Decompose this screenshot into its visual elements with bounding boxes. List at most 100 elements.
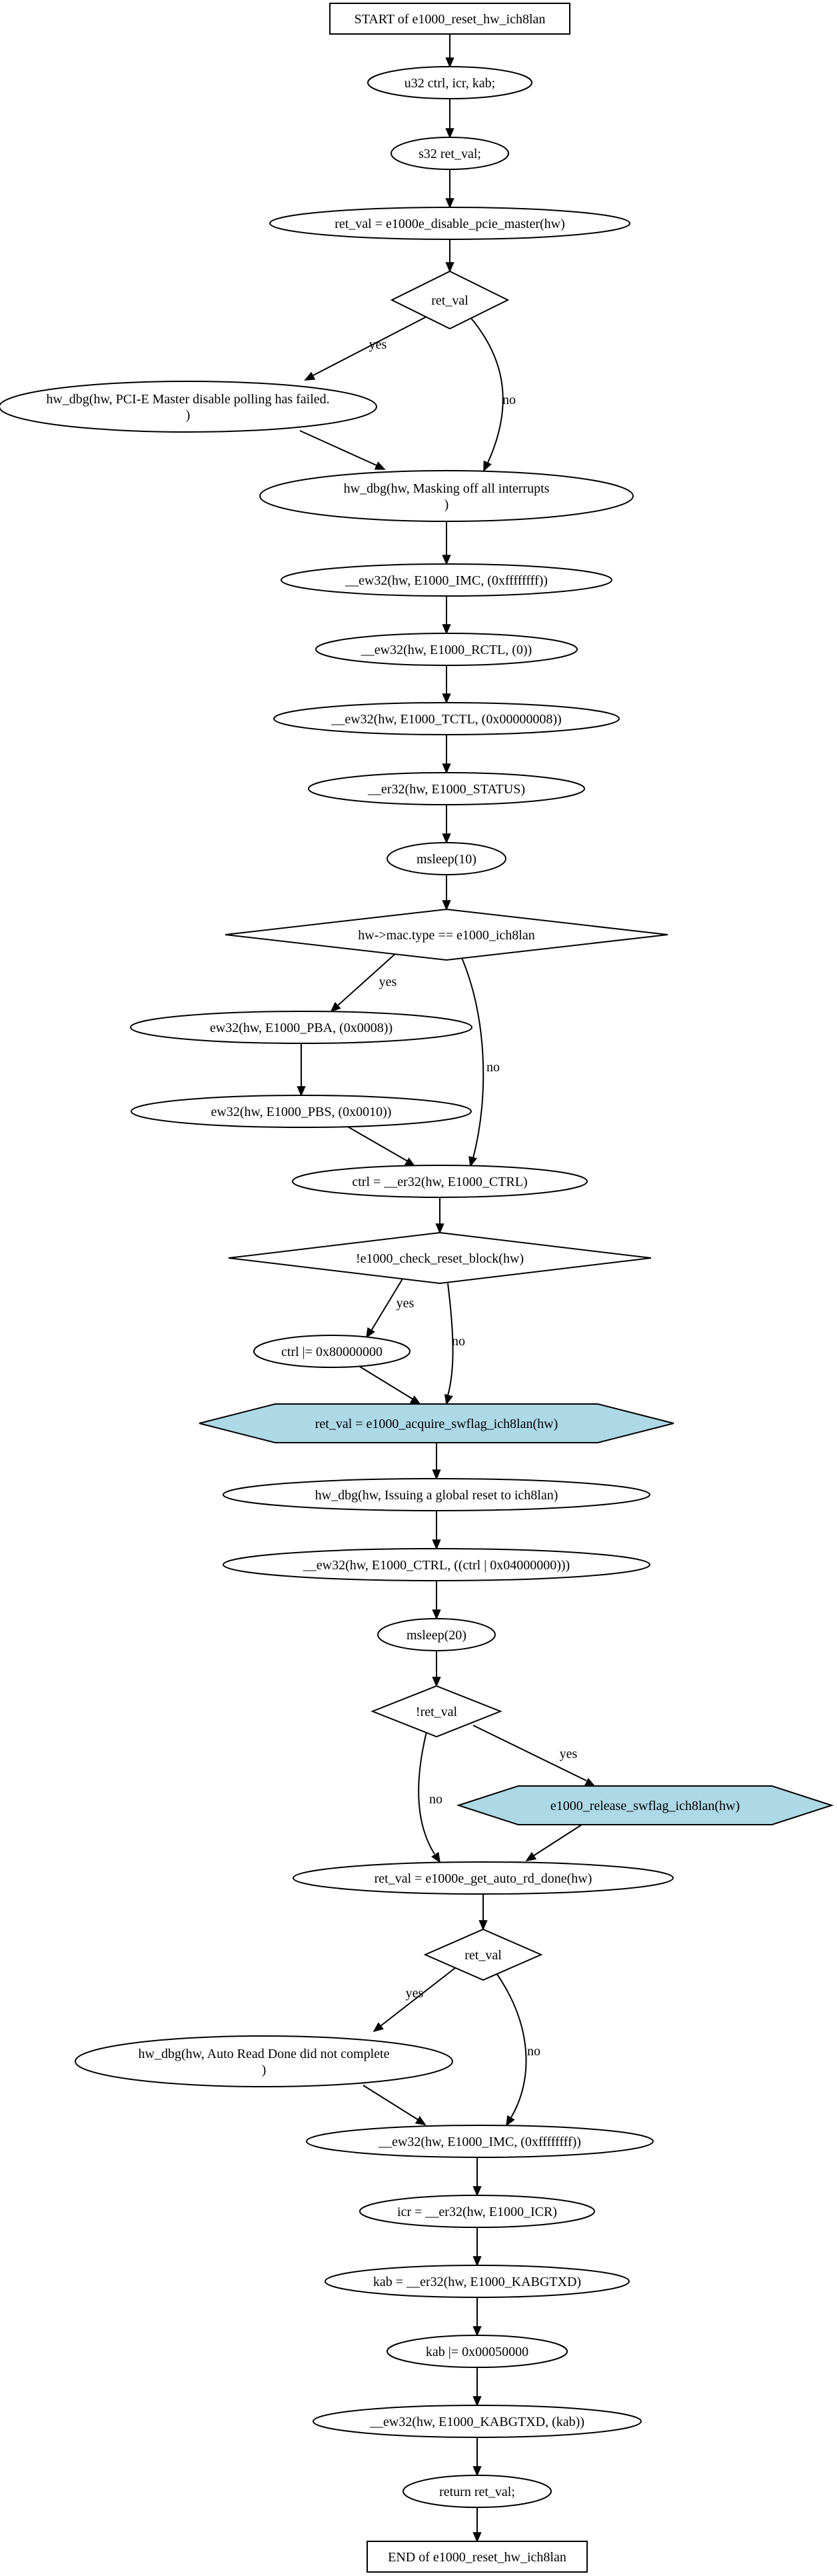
node-label: __ew32(hw, E1000_IMC, (0xffffffff)) (345, 573, 548, 588)
node-label: s32 ret_val; (418, 147, 481, 161)
arrowhead (431, 1851, 441, 1863)
edge-decl1-to-decl2 (445, 99, 454, 139)
edge-if-notret-to-auto-rd: no (418, 1731, 442, 1863)
arrowhead (506, 2115, 515, 2127)
arrowhead (415, 2116, 426, 2126)
edge-auto-rd-to-if-ret2 (478, 1894, 488, 1931)
arrowhead (472, 2532, 482, 2543)
arrowhead (584, 1777, 596, 1787)
node-label: msleep(20) (407, 1628, 466, 1643)
node-label: kab = __er32(hw, E1000_KABGTXD) (373, 2275, 581, 2289)
edge-label-yes: yes (397, 1296, 415, 1311)
edge-line (418, 1731, 435, 1855)
node-ctrl-read: ctrl = __er32(hw, E1000_CTRL) (292, 1165, 588, 1198)
edge-label-yes: yes (560, 1747, 578, 1761)
edge-label-yes: yes (379, 975, 397, 989)
decision-shape (423, 1928, 543, 1981)
node-auto-rd: ret_val = e1000e_get_auto_rd_done(hw) (293, 1861, 674, 1895)
node-label: e1000_release_swflag_ich8lan(hw) (550, 1799, 740, 1813)
edge-line (496, 1973, 527, 2118)
arrowhead (435, 1223, 444, 1234)
edge-ew-kab-to-ret (472, 2437, 482, 2477)
edge-if-ret1-to-dbg-mask: no (469, 316, 516, 472)
hexagon-shape (456, 1785, 834, 1825)
node-ew-imc2: __ew32(hw, E1000_IMC, (0xffffffff)) (306, 2125, 654, 2158)
edge-label-yes: yes (369, 337, 387, 352)
ellipse-shape (359, 2195, 595, 2228)
decision-shape (371, 1685, 502, 1738)
edge-line (469, 316, 504, 463)
edge-line (299, 430, 377, 466)
ellipse-shape (315, 633, 578, 666)
edge-dbg-mask-to-ew-imc1 (442, 521, 451, 565)
hexagon-shape (199, 1403, 674, 1443)
node-label: u32 ctrl, icr, kab; (405, 76, 495, 91)
node-ew-pba: ew32(hw, E1000_PBA, (0x0008)) (130, 1011, 472, 1044)
edge-label-no: no (527, 2044, 540, 2059)
node-ew-kab: __ew32(hw, E1000_KABGTXD, (kab)) (313, 2405, 642, 2438)
ellipse-shape (387, 842, 506, 875)
arrowhead (432, 1469, 441, 1480)
node-label: START of e1000_reset_hw_ich8lan (355, 12, 546, 27)
edge-line (359, 1366, 414, 1400)
edge-msleep10-to-if-mac (442, 875, 451, 911)
node-if-mac: hw->mac.type == e1000_ich8lan (225, 908, 668, 961)
node-label: ew32(hw, E1000_PBS, (0x0010)) (211, 1105, 392, 1119)
node-if-notret: !ret_val (371, 1685, 502, 1738)
node-label: __ew32(hw, E1000_CTRL, ((ctrl | 0x040000… (303, 1558, 570, 1573)
ellipse-shape (253, 1335, 411, 1368)
ellipse-shape (281, 563, 612, 597)
ellipse-shape (377, 1618, 496, 1651)
node-msleep10: msleep(10) (387, 842, 506, 875)
edge-ew-imc1-to-ew-rctl (442, 596, 451, 635)
edge-msleep20-to-if-notret (432, 1651, 441, 1687)
node-label: __ew32(hw, E1000_IMC, (0xffffffff)) (378, 2135, 581, 2149)
node-dbg-auto: hw_dbg(hw, Auto Read Done did not comple… (75, 2035, 453, 2087)
decision-shape (225, 908, 668, 961)
edge-disable-master-to-if-ret1 (445, 239, 454, 273)
edge-line (447, 1283, 454, 1396)
arrowhead (445, 57, 454, 68)
arrowhead (442, 555, 451, 565)
edge-ew-tctl-to-er-status (442, 735, 451, 774)
node-label: hw_dbg(hw, PCI-E Master disable polling … (46, 392, 329, 407)
arrowhead (472, 2326, 482, 2337)
edge-ew-imc2-to-icr-read (472, 2157, 482, 2197)
node-icr-read: icr = __er32(hw, E1000_ICR) (359, 2195, 595, 2228)
arrowhead (304, 371, 316, 381)
edge-dbg-reset-to-ew-ctrl (432, 1511, 441, 1550)
ellipse-shape (403, 2475, 552, 2508)
node-label: ) (444, 497, 449, 512)
decision-shape (390, 270, 510, 330)
arrowhead (442, 693, 451, 704)
arrowhead (445, 128, 454, 139)
edge-line (337, 953, 397, 1007)
node-decl1: u32 ctrl, icr, kab; (367, 66, 532, 99)
edge-dbg-master-to-dbg-mask (299, 430, 386, 470)
node-label: __ew32(hw, E1000_KABGTXD, (kab)) (369, 2415, 584, 2429)
edge-ctrl-read-to-if-block (435, 1197, 444, 1234)
ellipse-shape (131, 1095, 472, 1128)
node-label: ret_val (431, 293, 468, 308)
edge-line (346, 1125, 409, 1162)
edge-if-ret2-to-ew-imc2: no (496, 1973, 540, 2127)
node-kab-or: kab |= 0x00050000 (387, 2335, 568, 2368)
arrowhead (432, 1609, 441, 1620)
node-er-status: __er32(hw, E1000_STATUS) (308, 772, 585, 805)
edge-label-no: no (486, 1060, 500, 1075)
arrowhead (472, 2186, 482, 2197)
arrowhead (445, 198, 454, 209)
node-label: return ret_val; (439, 2485, 515, 2499)
arrowhead (365, 1327, 375, 1339)
arrowhead (525, 1851, 537, 1862)
node-label: ) (262, 2063, 267, 2077)
node-if-block: !e1000_check_reset_block(hw) (228, 1231, 652, 1285)
arrowhead (409, 1395, 421, 1405)
arrowhead (472, 2466, 482, 2477)
ellipse-shape (273, 702, 620, 735)
edge-line (371, 1276, 405, 1331)
ellipse-shape (308, 772, 585, 805)
edge-line (380, 1967, 456, 2027)
edge-line (459, 953, 484, 1159)
